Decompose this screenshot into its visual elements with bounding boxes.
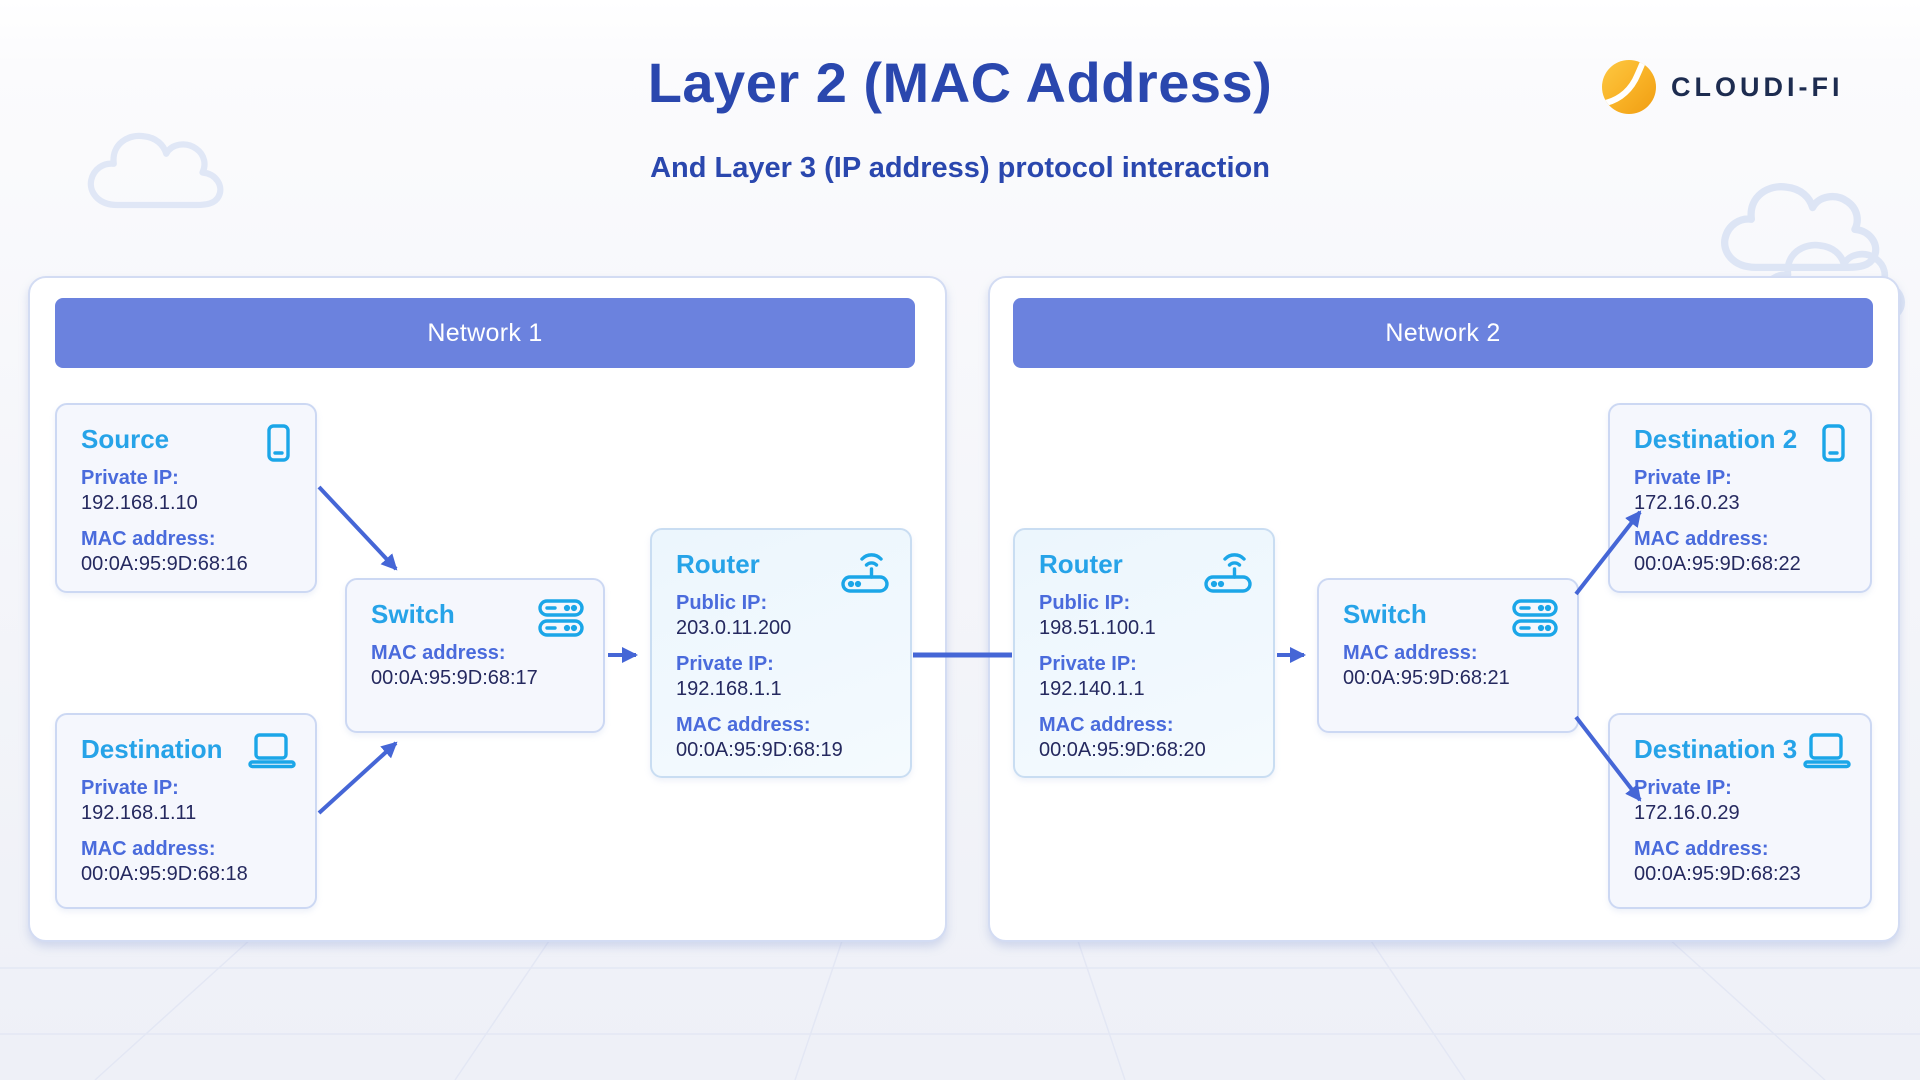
node-destination-3: Destination 3 Private IP: 172.16.0.29 MA… [1608, 713, 1872, 909]
field-value: 00:0A:95:9D:68:18 [81, 863, 248, 885]
laptop-icon [247, 731, 297, 778]
page-title: Layer 2 (MAC Address) [647, 51, 1273, 114]
network1-banner: Network 1 [55, 298, 915, 368]
field-label: MAC address: [1634, 528, 1769, 550]
switch-icon [537, 596, 585, 645]
router-icon [838, 546, 892, 601]
field-value: 00:0A:95:9D:68:20 [1039, 739, 1206, 761]
field-value: 198.51.100.1 [1039, 617, 1156, 639]
field-value: 00:0A:95:9D:68:22 [1634, 553, 1801, 575]
field-value: 192.168.1.1 [676, 678, 782, 700]
network2-banner-label: Network 2 [1385, 318, 1501, 347]
node-switch-1: Switch MAC address: 00:0A:95:9D:68:17 [345, 578, 605, 733]
field-label: Private IP: [81, 467, 179, 489]
switch-icon [1511, 596, 1559, 645]
field-value: 00:0A:95:9D:68:21 [1343, 667, 1510, 689]
node-title: Switch [371, 599, 455, 629]
page-subtitle: And Layer 3 (IP address) protocol intera… [650, 152, 1270, 184]
field-value: 00:0A:95:9D:68:16 [81, 553, 248, 575]
node-router-1: Router Public IP: 203.0.11.200 Private I… [650, 528, 912, 778]
smartphone-icon [259, 421, 297, 470]
field-label: MAC address: [1343, 642, 1478, 664]
field-value: 192.168.1.11 [81, 802, 197, 824]
node-router-2: Router Public IP: 198.51.100.1 Private I… [1013, 528, 1275, 778]
cloudifi-logo-icon [1602, 60, 1656, 114]
field-label: Private IP: [676, 653, 774, 675]
field-value: 203.0.11.200 [676, 617, 792, 639]
smartphone-icon [1814, 421, 1852, 470]
cloud-icon [1721, 183, 1880, 271]
node-title: Switch [1343, 599, 1427, 629]
node-title: Destination [81, 734, 223, 764]
field-value: 00:0A:95:9D:68:19 [676, 739, 843, 761]
node-destination: Destination Private IP: 192.168.1.11 MAC… [55, 713, 317, 909]
laptop-icon [1802, 731, 1852, 778]
field-label: Public IP: [1039, 592, 1131, 614]
field-label: Private IP: [81, 777, 179, 799]
cloudifi-logo: CLOUDI-FI [1602, 60, 1843, 114]
node-title: Router [1039, 549, 1123, 579]
cloudifi-logo-text: CLOUDI-FI [1671, 71, 1844, 102]
node-title: Source [81, 424, 170, 454]
field-value: 00:0A:95:9D:68:23 [1634, 863, 1801, 885]
node-destination-2: Destination 2 Private IP: 172.16.0.23 MA… [1608, 403, 1872, 593]
node-title: Destination 2 [1634, 424, 1798, 454]
node-title: Destination 3 [1634, 734, 1798, 764]
field-value: 172.16.0.29 [1634, 802, 1740, 824]
router-icon [1201, 546, 1255, 601]
field-value: 172.16.0.23 [1634, 492, 1740, 514]
network2-banner: Network 2 [1013, 298, 1873, 368]
field-value: 192.140.1.1 [1039, 678, 1145, 700]
field-value: 192.168.1.10 [81, 492, 198, 514]
field-label: MAC address: [1634, 838, 1769, 860]
field-label: Private IP: [1634, 777, 1732, 799]
field-label: Public IP: [676, 592, 768, 614]
field-label: MAC address: [371, 642, 506, 664]
field-label: Private IP: [1039, 653, 1137, 675]
field-label: MAC address: [1039, 714, 1174, 736]
field-value: 00:0A:95:9D:68:17 [371, 667, 538, 689]
network1-banner-label: Network 1 [427, 318, 543, 347]
field-label: Private IP: [1634, 467, 1732, 489]
field-label: MAC address: [676, 714, 811, 736]
field-label: MAC address: [81, 838, 216, 860]
node-switch-2: Switch MAC address: 00:0A:95:9D:68:21 [1317, 578, 1579, 733]
node-title: Router [676, 549, 760, 579]
field-label: MAC address: [81, 528, 216, 550]
node-source: Source Private IP: 192.168.1.10 MAC addr… [55, 403, 317, 593]
